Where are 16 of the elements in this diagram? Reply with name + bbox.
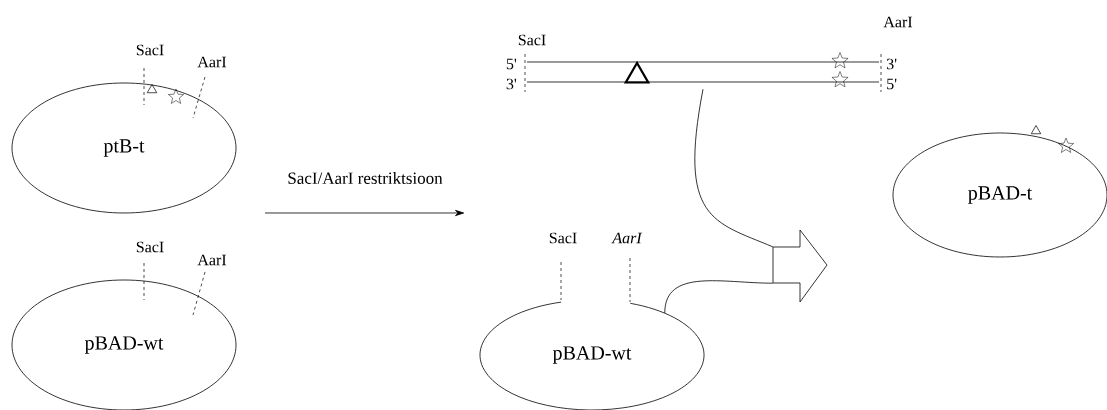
- site-label: 5': [506, 58, 517, 70]
- site-label: SacI: [136, 44, 164, 56]
- open-plasmid: pBAD-wt: [479, 301, 705, 410]
- step-label: SacI/AarI restriktsioon: [288, 172, 443, 184]
- site-label: AarI: [197, 56, 227, 68]
- block-arrow: [772, 229, 828, 303]
- site-label: AarI: [883, 16, 913, 28]
- site-label: SacI: [518, 34, 546, 46]
- site-label: 3': [506, 78, 517, 90]
- site-label: 5': [887, 78, 897, 90]
- dna-fragment: [524, 52, 882, 93]
- site-label: AarI: [197, 254, 227, 266]
- site-label: SacI: [136, 241, 164, 253]
- site-label: AarI: [611, 232, 643, 244]
- site-label: SacI: [549, 232, 577, 244]
- site-label: 3': [887, 58, 897, 70]
